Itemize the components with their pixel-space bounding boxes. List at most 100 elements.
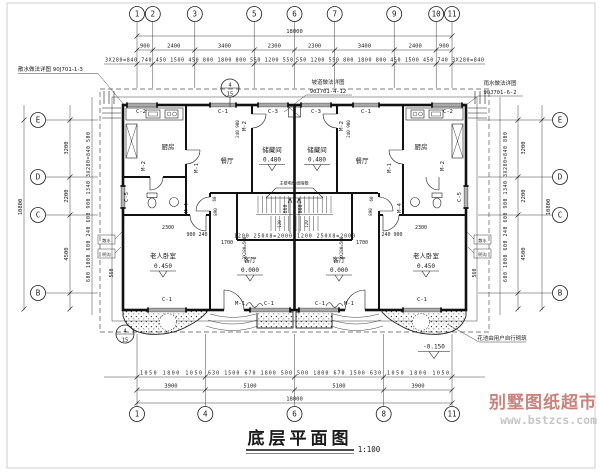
svg-text:散水: 散水 xyxy=(478,237,487,244)
svg-text:M-1: M-1 xyxy=(387,163,393,173)
window-jambs xyxy=(120,102,469,313)
page-border xyxy=(6,2,596,469)
room-storage-left: 储藏间 xyxy=(262,145,282,154)
svg-text:明沟: 明沟 xyxy=(478,251,486,258)
note-apron-detail: 散水做法详图 90J701-1-3 xyxy=(18,65,83,73)
dim-left-total: 10800 xyxy=(18,199,24,216)
svg-text:3400: 3400 xyxy=(218,44,231,50)
shrub-symbol xyxy=(159,313,177,331)
svg-text:5100: 5100 xyxy=(332,384,345,390)
dim-left-coarse: 3200 xyxy=(64,141,70,154)
dim-240-900-top-left: 240 900 xyxy=(235,120,240,138)
left-dimension-block: E D C B 3200 2200 4500 10800 600 1000 60… xyxy=(18,97,98,315)
dim-2x280-right: 2X280=560 xyxy=(339,236,344,259)
planter-right xyxy=(295,311,333,329)
svg-text:C-3: C-3 xyxy=(268,109,278,115)
bottom-dimension-block: 1050 1800 1050 630 1500 670 1800 500 500… xyxy=(104,334,485,422)
grid-label-right-E: E xyxy=(558,116,563,125)
dim-240-900-top-right: 240 900 xyxy=(346,120,351,138)
level-marks: 0.480 0.480 0.450 0.450 0.000 0.000 -0.1… xyxy=(150,157,450,360)
kitchen-fixtures-right xyxy=(405,107,464,159)
svg-text:3900: 3900 xyxy=(411,384,424,390)
dim-top-fine-left: 3X280=840 740 450 1500 450 800 1800 800 … xyxy=(105,58,293,64)
svg-text:3400: 3400 xyxy=(358,44,371,50)
top-dimension-block: 1 2 3 5 6 7 9 10 11 18000 900 2400 3400 … xyxy=(104,6,485,88)
grid-label-left-C: C xyxy=(36,211,41,220)
detail-marker-top: 4 15 xyxy=(220,78,240,107)
note-rain-line1: 雨水做法详图 xyxy=(483,79,517,87)
svg-text:4500: 4500 xyxy=(64,247,70,260)
level-storage-left: 0.480 xyxy=(263,157,281,164)
room-storage-right: 储藏间 xyxy=(307,145,327,154)
dim-560-right: 560 xyxy=(472,268,478,277)
dim-120-right: 120 xyxy=(304,220,309,228)
grid-label-top-3: 3 xyxy=(193,10,198,19)
shrub-symbol xyxy=(412,313,430,331)
grid-label-bottom-11: 11 xyxy=(447,410,456,419)
stair-left xyxy=(256,196,293,233)
apron-gutter-labels-left: 散水 明沟 xyxy=(97,230,124,259)
svg-text:C-2: C-2 xyxy=(443,109,453,115)
tag-c5-right: C-5 xyxy=(457,192,463,202)
drawing-title: 底层平面图 xyxy=(248,428,353,449)
dim-stair-left: 1200 250X8=2000 xyxy=(234,234,292,240)
note-flowerbed: 花池由用户自行砌筑 xyxy=(477,334,527,342)
grid-bubble xyxy=(129,6,145,22)
svg-text:M-2: M-2 xyxy=(242,121,248,131)
svg-text:C-1: C-1 xyxy=(264,301,274,307)
svg-text:C-1: C-1 xyxy=(162,297,172,303)
tag-m1-entry-left: M-1 xyxy=(235,301,245,307)
grid-label-top-6: 6 xyxy=(292,10,297,19)
dim-900-240: 900 240 xyxy=(186,232,207,238)
svg-text:4500: 4500 xyxy=(521,247,527,260)
apron-line xyxy=(111,96,478,322)
grid-label-right-B: B xyxy=(558,289,563,298)
grid-label-top-5: 5 xyxy=(252,10,257,19)
level-living-left: 0.000 xyxy=(241,267,259,274)
grid-label-bottom-1: 1 xyxy=(135,410,140,419)
watermark: 别墅图纸超市 www.bstzcs.com xyxy=(488,392,597,427)
grid-label-top-7: 7 xyxy=(332,10,337,19)
svg-text:散水: 散水 xyxy=(102,237,111,244)
level-elder-left: 0.450 xyxy=(154,263,172,270)
grid-label-top-10: 10 xyxy=(432,10,442,19)
svg-text:2300: 2300 xyxy=(268,44,281,50)
dim-right-total: 10800 xyxy=(546,199,552,216)
dim-1700-left: 1700 xyxy=(221,240,233,246)
notes: 散水做法详图 90J701-1-3 坡道做法详图 90J701-4-12 雨水做… xyxy=(18,65,527,344)
svg-text:4: 4 xyxy=(123,329,127,335)
dim-860-left: 860 xyxy=(283,204,289,213)
svg-text:明沟: 明沟 xyxy=(102,251,110,258)
room-labels: 厨房 厨房 餐厅 餐厅 储藏间 储藏间 老人卧室 老人卧室 客厅 客厅 xyxy=(150,142,440,264)
kitchen-fixtures-left xyxy=(125,107,184,159)
grid-label-top-9: 9 xyxy=(392,10,397,19)
svg-text:M-2: M-2 xyxy=(141,161,147,171)
note-ramp-line1: 坡道做法详图 xyxy=(311,78,345,86)
svg-text:500 1800 670 1500 630: 500 1800 670 1500 630 xyxy=(297,371,381,377)
svg-text:2200: 2200 xyxy=(521,189,527,202)
svg-text:2400: 2400 xyxy=(167,44,180,50)
tag-c2: C-2 xyxy=(136,109,146,115)
grid-label-left-E: E xyxy=(36,116,41,125)
canopy-outline xyxy=(265,187,324,199)
level-outdoor: -0.150 xyxy=(423,344,445,351)
svg-text:C-1: C-1 xyxy=(417,297,427,303)
svg-text:15: 15 xyxy=(122,338,129,344)
dim-860-right: 860 xyxy=(298,204,304,213)
dim-bottom-coarse: 3900 xyxy=(164,384,177,390)
svg-text:2200: 2200 xyxy=(64,189,70,202)
svg-text:M-2: M-2 xyxy=(339,121,345,131)
room-kitchen-left: 厨房 xyxy=(162,142,175,151)
grid-label-bottom-4: 4 xyxy=(203,410,208,419)
dim-890-left: 890 xyxy=(213,208,218,216)
grid-label-right-C: C xyxy=(558,211,563,220)
grid-label-bottom-8: 8 xyxy=(381,410,386,419)
grid-label-top-2: 2 xyxy=(151,10,156,19)
note-canopy: 主楼电话线暗敷 xyxy=(279,180,309,187)
dim-560-left: 560 xyxy=(109,268,115,277)
interior-dimensions: 2300 2300 900 240 240 900 1700 1700 1200… xyxy=(109,120,478,278)
opening-tags: C-2 C-1 C-3 C-3 C-1 C-2 C-1 M-1 C-1 C-1 … xyxy=(124,109,463,307)
drawing-scale: 1:100 xyxy=(358,445,381,454)
